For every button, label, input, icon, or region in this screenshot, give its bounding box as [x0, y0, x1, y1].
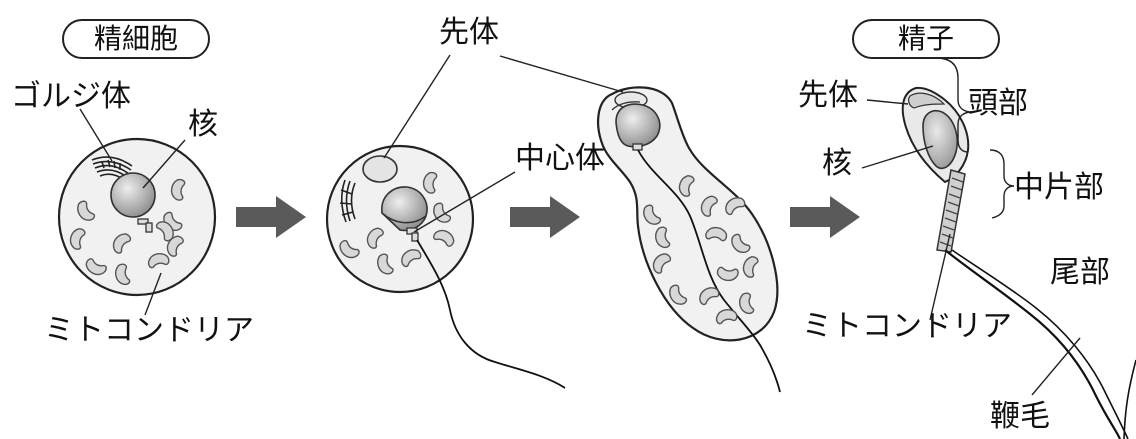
stage2-acrosome-vesicle [363, 156, 397, 182]
golgi-label: ゴルジ体 [11, 79, 131, 114]
flagellum-label: 鞭毛 [990, 399, 1050, 434]
stage-elongating [598, 87, 780, 392]
centriole-label: 中心体 [515, 141, 605, 176]
tail-label: 尾部 [1050, 255, 1110, 290]
stage3-nucleus [616, 104, 660, 147]
progress-arrow-3 [790, 196, 860, 238]
midpiece-label: 中片部 [1014, 170, 1104, 205]
mitochondria-label-1: ミトコンドリア [44, 313, 254, 348]
stage3-centriole [633, 144, 642, 150]
progress-arrow-1 [236, 196, 306, 238]
sperm-tail-end [1124, 360, 1136, 439]
progress-arrow-2 [510, 196, 580, 238]
head-label: 頭部 [968, 86, 1028, 121]
nucleus-label-1: 核 [188, 107, 218, 142]
stage-early-spermatid [327, 146, 565, 388]
sperm-title: 精子 [898, 22, 954, 55]
midpiece-bracket [990, 150, 1014, 218]
sperm-midpiece [937, 170, 965, 252]
spermatid-title: 精細胞 [94, 22, 178, 55]
mitochondria-label-sperm: ミトコンドリア [802, 309, 1012, 344]
acrosome-label-sperm: 先体 [798, 78, 858, 113]
acrosome-label-top: 先体 [439, 15, 499, 50]
nucleus-label-sperm: 核 [822, 146, 852, 181]
stage-sperm: 精子 [798, 20, 1136, 439]
stage-spermatid: 精細胞 [11, 20, 254, 348]
spermatid-nucleus [111, 173, 155, 217]
